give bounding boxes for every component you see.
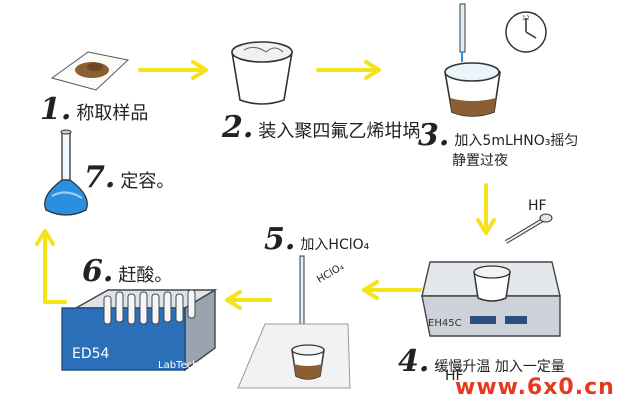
clock-icon: 12 (505, 11, 547, 53)
step4-text-line2: HF (445, 368, 464, 384)
digestion-tubes-icon (103, 289, 196, 325)
step1-label: 1. 称取样品 (40, 92, 148, 127)
step3-text-line2: 静置过夜 (452, 153, 508, 169)
volumetric-flask-icon (44, 129, 88, 216)
step2-text: 装入聚四氟乙烯坩埚 (258, 121, 421, 142)
step1-text: 称取样品 (76, 103, 149, 124)
step3-number: 3. (418, 118, 450, 153)
crucible-step5-icon (291, 344, 325, 380)
step3-label: 3. 加入5mLHNO₃摇匀 (418, 118, 578, 153)
step1-number: 1. (40, 92, 72, 127)
step6-text: 赶酸。 (118, 265, 173, 286)
dropper-icon (504, 213, 553, 244)
step7-text: 定容。 (120, 171, 175, 192)
step7-label: 7. 定容。 (84, 160, 174, 195)
step2-label: 2. 装入聚四氟乙烯坩埚 (222, 110, 420, 145)
watermark: www.6x0.cn (455, 375, 615, 400)
hot-plate-brand: EH45C (428, 318, 462, 329)
arrow-step6-to-7 (35, 229, 67, 304)
step3-text: 加入5mLHNO₃摇匀 (454, 133, 579, 149)
hf-tag: HF (528, 198, 547, 214)
step6-label: 6. 赶酸。 (82, 254, 172, 289)
arrow-step1-to-2 (138, 60, 208, 80)
step2-number: 2. (222, 110, 254, 145)
pipette-icon (459, 3, 466, 62)
step7-number: 7. (84, 160, 116, 195)
arrow-step2-to-3 (316, 60, 381, 80)
arrow-step4-to-5 (362, 280, 422, 300)
crucible-icon (231, 41, 293, 105)
arrow-step3-to-4 (476, 183, 496, 235)
step4-label: 4. 缓慢升温 加入一定量 (398, 344, 565, 379)
crucible-on-hot-plate-icon (473, 265, 511, 302)
step5-number: 5. (264, 222, 296, 257)
heater-brand: LabTech (158, 360, 199, 371)
crucible-with-acid-icon (444, 62, 501, 117)
svg-text:12: 12 (522, 15, 530, 22)
step4-number: 4. (398, 344, 430, 379)
arrow-step5-to-6 (225, 290, 272, 310)
step6-number: 6. (82, 254, 114, 289)
step5-label: 5. 加入HClO₄ (264, 222, 369, 257)
weighing-paper-icon (50, 51, 130, 91)
heater-model: ED54 (72, 346, 110, 362)
step5-text: 加入HClO₄ (300, 237, 370, 253)
step4-text: 缓慢升温 加入一定量 (434, 359, 565, 375)
